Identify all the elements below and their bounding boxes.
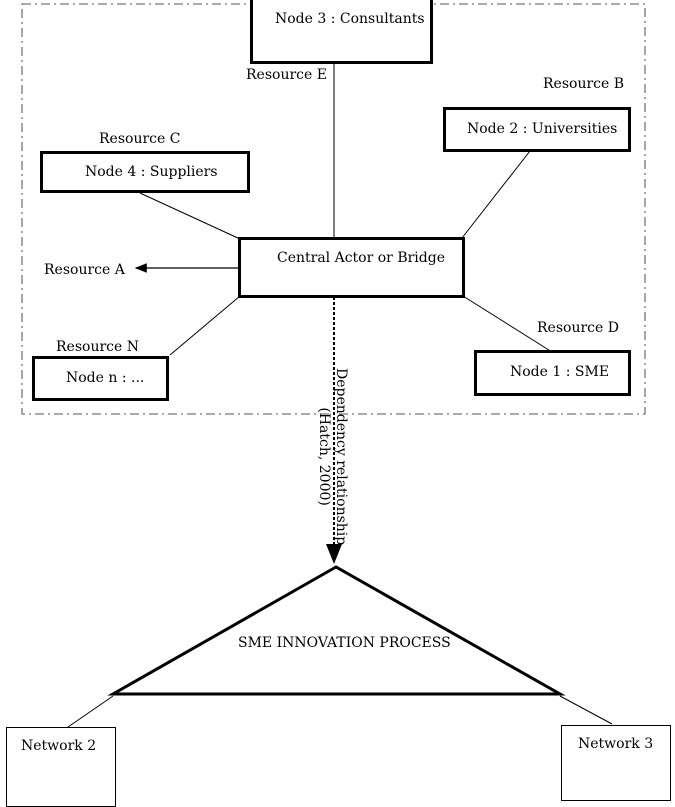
network-2-box: Network 2 bbox=[6, 727, 116, 807]
node-suppliers-label: Node 4 : Suppliers bbox=[85, 164, 218, 180]
network-3-box: Network 3 bbox=[561, 725, 671, 801]
dependency-label-line1: Dependency relationship bbox=[333, 368, 349, 546]
resource-n-label: Resource N bbox=[56, 339, 139, 355]
node-sme-label: Node 1 : SME bbox=[510, 364, 610, 380]
link-network-3 bbox=[559, 695, 613, 725]
resource-e-label: Resource E bbox=[246, 67, 327, 83]
central-actor: Central Actor or Bridge bbox=[238, 237, 465, 298]
link-network-2 bbox=[67, 695, 114, 728]
node-suppliers: Node 4 : Suppliers bbox=[40, 151, 250, 193]
link-suppliers bbox=[139, 192, 241, 240]
innovation-triangle bbox=[107, 565, 566, 696]
node-universities: Node 2 : Universities bbox=[443, 107, 631, 152]
dependency-label: Dependency relationship (Hatch, 2000) bbox=[315, 368, 349, 545]
link-node-n bbox=[169, 295, 241, 356]
resource-c-label: Resource C bbox=[99, 131, 181, 147]
central-actor-label: Central Actor or Bridge bbox=[277, 250, 445, 266]
resource-b-label: Resource B bbox=[543, 76, 625, 92]
node-consultants: Node 3 : Consultants bbox=[250, 0, 433, 64]
node-sme: Node 1 : SME bbox=[474, 350, 631, 396]
link-sme bbox=[462, 295, 553, 353]
node-consultants-label: Node 3 : Consultants bbox=[275, 11, 425, 27]
dependency-label-line2: (Hatch, 2000) bbox=[316, 407, 332, 506]
network-3-label: Network 3 bbox=[578, 736, 654, 752]
node-n: Node n : ... bbox=[32, 356, 169, 401]
link-universities bbox=[461, 150, 531, 239]
resource-a-label: Resource A bbox=[44, 262, 125, 278]
node-n-label: Node n : ... bbox=[66, 370, 145, 386]
innovation-process-label: SME INNOVATION PROCESS bbox=[238, 635, 451, 651]
network-2-label: Network 2 bbox=[21, 738, 97, 754]
node-universities-label: Node 2 : Universities bbox=[467, 121, 618, 137]
resource-d-label: Resource D bbox=[537, 320, 619, 336]
